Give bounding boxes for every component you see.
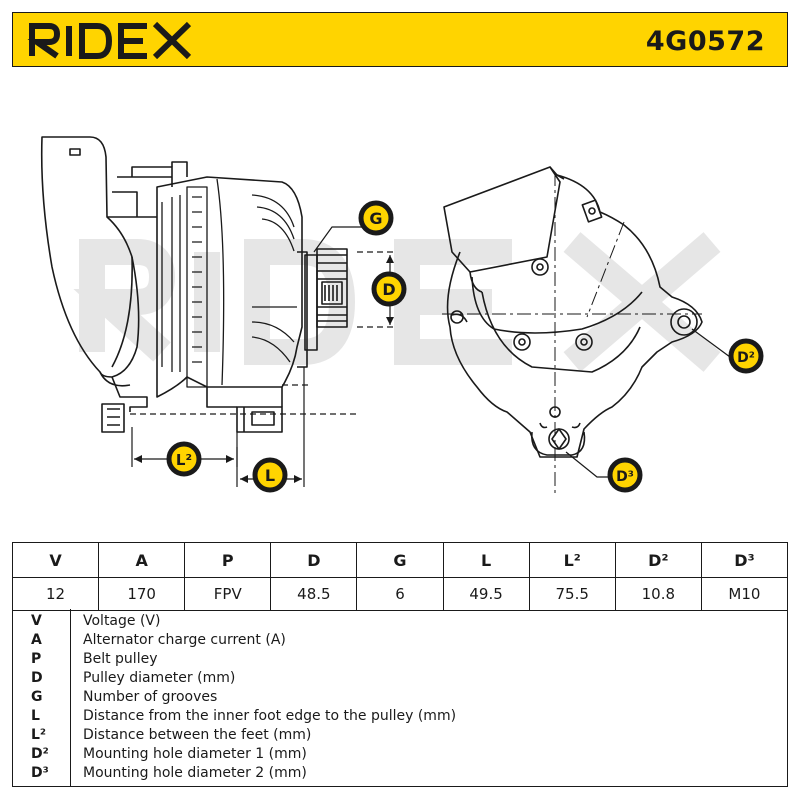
spec-value: FPV bbox=[184, 577, 272, 611]
callout-d2: D² bbox=[728, 338, 764, 374]
callout-g-label: G bbox=[369, 209, 382, 228]
spec-header: D² bbox=[614, 542, 702, 578]
header-bar: 4G0572 bbox=[12, 12, 788, 67]
spec-value: 75.5 bbox=[528, 577, 616, 611]
legend-row: D Pulley diameter (mm) bbox=[13, 669, 787, 688]
spec-header: A bbox=[98, 542, 186, 578]
callout-g: G bbox=[358, 200, 394, 236]
spec-header: V bbox=[11, 542, 100, 578]
spec-header: D³ bbox=[700, 542, 789, 578]
spec-header-row: V A P D G L L² D² D³ bbox=[11, 542, 789, 578]
legend-row: L Distance from the inner foot edge to t… bbox=[13, 707, 787, 726]
legend-key: D³ bbox=[31, 765, 49, 781]
callout-d: D bbox=[371, 271, 407, 307]
legend-key: D bbox=[31, 670, 43, 686]
legend-desc: Pulley diameter (mm) bbox=[83, 670, 236, 686]
legend-desc: Distance between the feet (mm) bbox=[83, 727, 312, 743]
spec-header: L² bbox=[528, 542, 616, 578]
front-view bbox=[442, 166, 731, 497]
legend-key: P bbox=[31, 651, 42, 667]
legend-key: V bbox=[31, 613, 42, 629]
legend: V Voltage (V) A Alternator charge curren… bbox=[12, 609, 788, 787]
legend-divider bbox=[70, 609, 71, 786]
legend-desc: Alternator charge current (A) bbox=[83, 632, 286, 648]
spec-value: 10.8 bbox=[614, 577, 702, 611]
spec-header: L bbox=[442, 542, 530, 578]
legend-desc: Mounting hole diameter 2 (mm) bbox=[83, 765, 307, 781]
spec-value-row: 12 170 FPV 48.5 6 49.5 75.5 10.8 M10 bbox=[11, 577, 789, 611]
alternator-drawing: G D L² L D² D³ bbox=[40, 136, 764, 497]
spec-value: M10 bbox=[700, 577, 789, 611]
spec-value: 48.5 bbox=[270, 577, 358, 611]
legend-row: P Belt pulley bbox=[13, 650, 787, 669]
legend-row: G Number of grooves bbox=[13, 688, 787, 707]
pulley bbox=[316, 248, 348, 328]
ridex-logo bbox=[27, 21, 192, 59]
legend-row: A Alternator charge current (A) bbox=[13, 631, 787, 650]
callout-d-label: D bbox=[382, 280, 395, 299]
spec-header: G bbox=[356, 542, 444, 578]
callout-d3: D³ bbox=[607, 457, 643, 493]
callout-l2-label: L² bbox=[176, 451, 192, 469]
part-number: 4G0572 bbox=[645, 26, 765, 57]
spec-value: 12 bbox=[11, 577, 100, 611]
side-view bbox=[40, 136, 348, 433]
callout-l2: L² bbox=[166, 441, 202, 477]
spec-table: V A P D G L L² D² D³ 12 170 FPV 48.5 6 4… bbox=[11, 542, 789, 611]
legend-row: D³ Mounting hole diameter 2 (mm) bbox=[13, 764, 787, 783]
spec-value: 170 bbox=[98, 577, 186, 611]
spec-header: P bbox=[184, 542, 272, 578]
legend-desc: Number of grooves bbox=[83, 689, 218, 705]
callout-l-label: L bbox=[265, 466, 275, 485]
dimension-lines bbox=[130, 251, 397, 415]
legend-row: D² Mounting hole diameter 1 (mm) bbox=[13, 745, 787, 764]
ridex-watermark bbox=[73, 232, 721, 372]
legend-key: A bbox=[31, 632, 42, 648]
legend-desc: Belt pulley bbox=[83, 651, 158, 667]
callouts: G D L² L D² D³ bbox=[166, 200, 764, 493]
spec-value: 49.5 bbox=[442, 577, 530, 611]
legend-row: V Voltage (V) bbox=[13, 612, 787, 631]
legend-desc: Mounting hole diameter 1 (mm) bbox=[83, 746, 307, 762]
callout-d2-label: D² bbox=[737, 350, 755, 366]
callout-d3-label: D³ bbox=[616, 469, 634, 485]
legend-desc: Distance from the inner foot edge to the… bbox=[83, 708, 457, 724]
spec-value: 6 bbox=[356, 577, 444, 611]
legend-row: L² Distance between the feet (mm) bbox=[13, 726, 787, 745]
legend-desc: Voltage (V) bbox=[83, 613, 161, 629]
legend-key: G bbox=[31, 689, 43, 705]
legend-key: L bbox=[31, 708, 40, 724]
callout-l: L bbox=[252, 457, 288, 493]
legend-key: D² bbox=[31, 746, 49, 762]
legend-key: L² bbox=[31, 727, 47, 743]
spec-header: D bbox=[270, 542, 358, 578]
